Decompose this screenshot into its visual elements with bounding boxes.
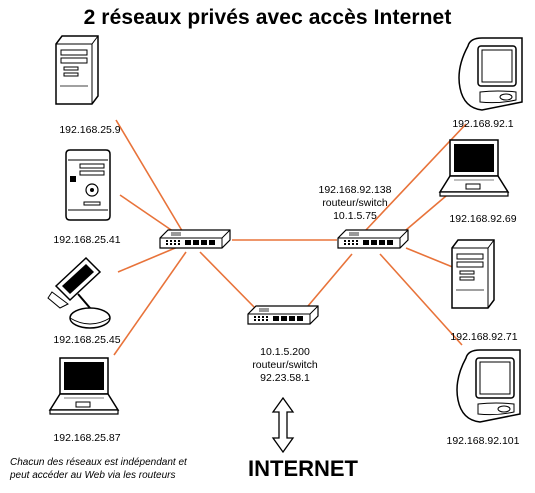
imac-crt-icon <box>456 349 521 423</box>
right-router-line-3: 10.1.5.75 <box>333 210 377 222</box>
link-right-to-center-router <box>307 253 353 307</box>
powermac-computer-icon <box>65 149 111 221</box>
ip-label-right-4: 192.168.92.101 <box>446 435 520 447</box>
right-router-switch-icon <box>337 229 409 249</box>
center-router-switch-icon <box>247 305 319 325</box>
ip-label-right-2: 192.168.92.69 <box>449 213 517 225</box>
internet-label: INTERNET <box>248 456 358 481</box>
center-router-line-2: routeur/switch <box>252 359 318 371</box>
left-switch-icon <box>159 229 231 249</box>
tower-computer-icon <box>451 239 495 309</box>
link-right-host-3 <box>405 247 456 269</box>
link-right-host-4 <box>379 253 463 346</box>
diagram-title: 2 réseaux privés avec accès Internet <box>83 6 452 29</box>
link-right-host-2 <box>405 195 447 231</box>
ip-label-left-4: 192.168.25.87 <box>53 432 121 444</box>
link-lines <box>113 119 467 356</box>
laptop-computer-icon <box>439 139 509 197</box>
double-arrow-icon <box>271 396 295 454</box>
imac-flatpanel-icon <box>47 257 111 329</box>
link-left-host-2 <box>119 194 181 237</box>
center-router-line-1: 10.1.5.200 <box>260 346 310 358</box>
center-router-line-3: 92.23.58.1 <box>260 372 310 384</box>
right-router-line-2: routeur/switch <box>322 197 388 209</box>
link-left-host-4 <box>113 251 187 356</box>
link-left-host-3 <box>117 245 181 273</box>
imac-crt-icon <box>458 37 523 111</box>
ip-label-right-3: 192.168.92.71 <box>450 331 518 343</box>
right-router-label: 192.168.92.138 routeur/switch 10.1.5.75 <box>300 184 410 223</box>
footnote: Chacun des réseaux est indépendant et pe… <box>10 456 187 482</box>
center-router-label: 10.1.5.200 routeur/switch 92.23.58.1 <box>230 346 340 385</box>
ip-label-left-2: 192.168.25.41 <box>53 234 121 246</box>
tower-computer-icon <box>55 35 99 105</box>
ip-label-right-1: 192.168.92.1 <box>452 118 514 130</box>
footnote-line-1: Chacun des réseaux est indépendant et <box>10 457 187 468</box>
link-left-host-1 <box>115 119 185 235</box>
ip-label-left-1: 192.168.25.9 <box>59 124 121 136</box>
link-left-to-center-router <box>199 251 256 309</box>
ip-label-left-3: 192.168.25.45 <box>53 334 121 346</box>
footnote-line-2: peut accéder au Web via les routeurs <box>10 470 176 481</box>
right-router-line-1: 192.168.92.138 <box>318 184 392 196</box>
laptop-computer-icon <box>49 357 119 415</box>
